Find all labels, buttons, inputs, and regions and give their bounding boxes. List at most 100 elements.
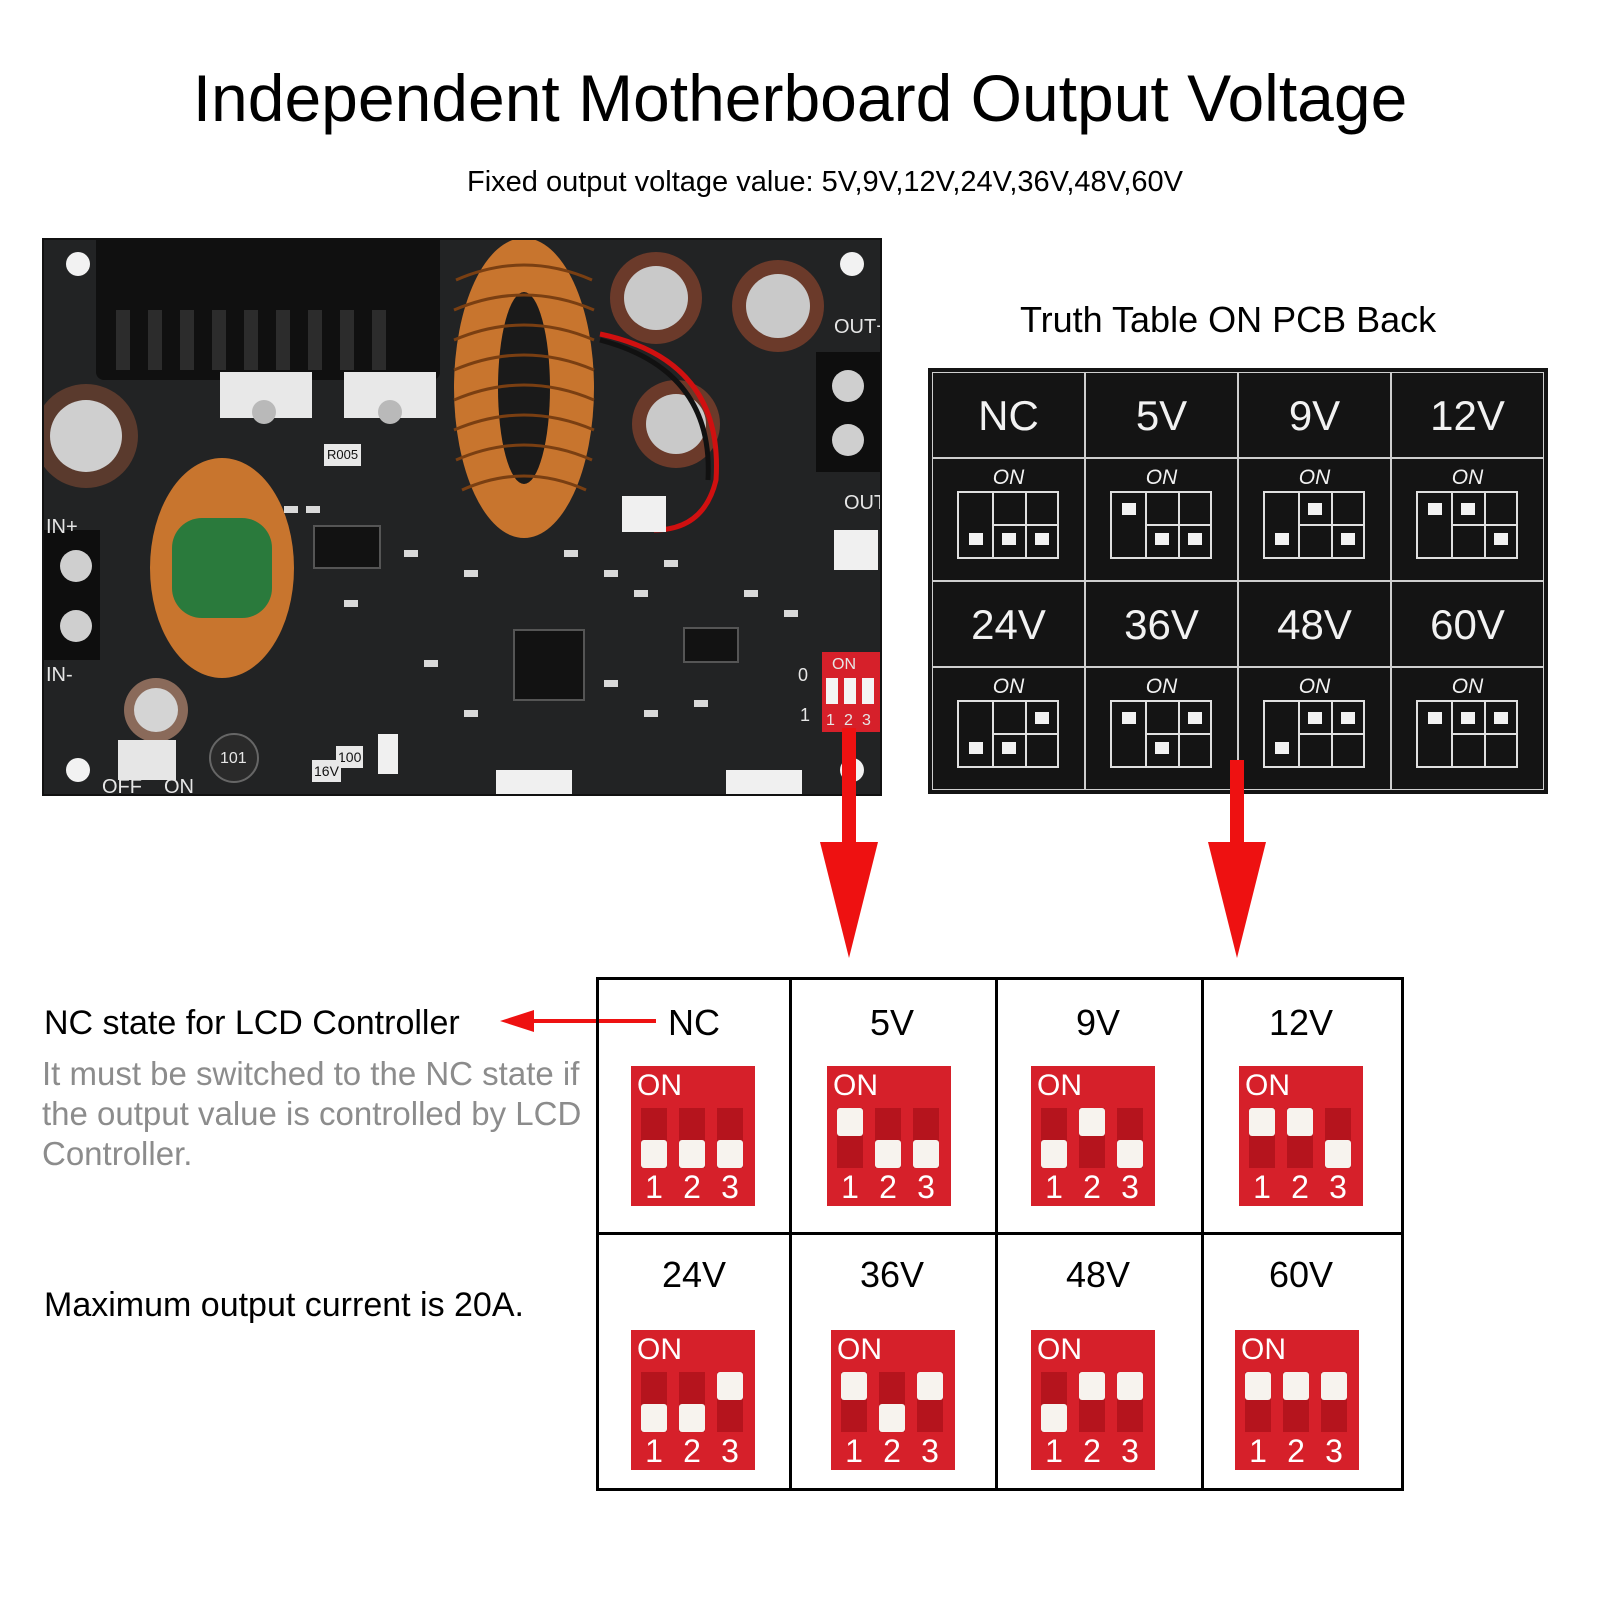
truth-table-switch-dot: [1275, 533, 1289, 545]
dip-switch-slot: [717, 1372, 743, 1432]
dip-grid-value-label: 5V: [869, 1002, 915, 1043]
truth-table-value-cell: 9V: [1238, 372, 1391, 458]
dip-switch-number: 2: [683, 1433, 701, 1469]
truth-table-switch-cell: ON: [1391, 667, 1544, 790]
truth-table-on-label: ON: [1451, 675, 1484, 698]
dip-grid-value-label: 48V: [1065, 1254, 1131, 1295]
dip-switch-knob: [1245, 1372, 1271, 1400]
dip-switch-slot: [1287, 1108, 1313, 1168]
dip-switch-knob: [717, 1372, 743, 1400]
dip-switch-knob: [1283, 1372, 1309, 1400]
pcb-label-on: ON: [164, 776, 194, 796]
dip-switch-slot: [1321, 1372, 1347, 1432]
pcb-cap-rating: 16V: [312, 760, 341, 782]
pcb-label-out-minus: OUT-: [844, 492, 880, 514]
truth-table-switch-dot: [1188, 712, 1202, 724]
dip-switch-slot: [841, 1372, 867, 1432]
truth-table-switch-dot: [1308, 503, 1322, 515]
dip-on-label: ON: [837, 1333, 882, 1366]
dip-switch-number: 3: [721, 1433, 739, 1469]
truth-table-divider: [1146, 524, 1210, 526]
truth-table-switch-diagram: [1263, 491, 1365, 559]
pcb-inductor-code: 101: [220, 750, 247, 767]
truth-table-heading: Truth Table ON PCB Back: [1020, 299, 1437, 340]
truth-table-divider: [993, 524, 1057, 526]
dip-grid-cell: 48V: [995, 1232, 1201, 1488]
dip-switch-number: 2: [1291, 1169, 1309, 1205]
dip-on-label: ON: [833, 1069, 878, 1102]
truth-table-switch-dot: [1461, 503, 1475, 515]
truth-table-switch-diagram: [1263, 700, 1365, 768]
truth-table-value-cell: 12V: [1391, 372, 1544, 458]
max-current-note: Maximum output current is 20A.: [44, 1286, 524, 1324]
dip-switch-knob: [913, 1140, 939, 1168]
pcb-components: [44, 240, 880, 794]
dip-switch-knob: [679, 1140, 705, 1168]
dip-grid-cell: 5V: [789, 980, 995, 1232]
truth-table-value-cell: 5V: [1085, 372, 1238, 458]
dip-grid-value-label: 9V: [1075, 1002, 1121, 1043]
dip-switch-knob: [641, 1140, 667, 1168]
truth-table-switch-dot: [969, 742, 983, 754]
dip-switch-knob: [1117, 1140, 1143, 1168]
truth-table-switch-dot: [1494, 712, 1508, 724]
toroid-inductor-small: [150, 458, 294, 678]
dip-switch-slot: [1245, 1372, 1271, 1432]
truth-table-switch-dot: [1461, 712, 1475, 724]
dip-switch-knob: [1079, 1108, 1105, 1136]
truth-table-switch-diagram: [1416, 491, 1518, 559]
dip-on-label: ON: [637, 1069, 682, 1102]
heatsink: [96, 240, 440, 380]
dip-switch-slot: [679, 1108, 705, 1168]
pcb-label-in-minus: IN-: [46, 664, 73, 686]
truth-table-switch-dot: [969, 533, 983, 545]
dip-switch-number: 1: [1253, 1169, 1271, 1205]
dip-switch-slot: [837, 1108, 863, 1168]
truth-table-switch-dot: [1275, 742, 1289, 754]
dip-switch-number: 2: [1287, 1433, 1305, 1469]
dip-switch-slot: [1041, 1372, 1067, 1432]
truth-table-value-cell: 24V: [932, 581, 1085, 667]
truth-table-switch-dot: [1428, 503, 1442, 515]
truth-table-on-label: ON: [1145, 466, 1178, 489]
dip-switch-slot: [1041, 1108, 1067, 1168]
truth-table-switch-diagram: [957, 491, 1059, 559]
pcb-resistor-code: R005: [324, 444, 362, 466]
dip-switch-knob: [679, 1404, 705, 1432]
truth-table-switch-dot: [1035, 712, 1049, 724]
truth-table-switch-diagram: [1110, 700, 1212, 768]
dip-switch-knob: [1325, 1140, 1351, 1168]
dip-switch-slot: [1079, 1372, 1105, 1432]
dip-grid-cell: 24V: [599, 1232, 789, 1488]
dip-grid-value-label: 12V: [1268, 1002, 1334, 1043]
dip-switch-slot: [1117, 1372, 1143, 1432]
truth-table-switch-dot: [1002, 742, 1016, 754]
truth-table-switch-cell: ON: [932, 667, 1085, 790]
truth-table-switch-dot: [1188, 533, 1202, 545]
truth-table-switch-dot: [1155, 742, 1169, 754]
dip-switch-knob: [1041, 1140, 1067, 1168]
dip-switch-knob: [641, 1404, 667, 1432]
dip-grid-value-label: 36V: [859, 1254, 925, 1295]
truth-table-divider: [1452, 733, 1516, 735]
truth-table-on-label: ON: [1298, 466, 1331, 489]
dip-switch-knob: [879, 1404, 905, 1432]
truth-table-switch-cell: ON: [1391, 458, 1544, 581]
dip-switch-slot: [641, 1108, 667, 1168]
dip-on-label: ON: [1241, 1333, 1286, 1366]
dip-switch-number: 2: [683, 1169, 701, 1205]
dip-switch-number: 3: [921, 1433, 939, 1469]
truth-table-switch-dot: [1341, 533, 1355, 545]
terminal-blocks: [44, 352, 880, 660]
pcb-label-in-plus: IN+: [46, 516, 78, 538]
truth-table-switch-diagram: [957, 700, 1059, 768]
truth-table-divider: [993, 733, 1057, 735]
truth-table-switch-dot: [1308, 712, 1322, 724]
dip-grid-cell: 36V: [789, 1232, 995, 1488]
truth-table-divider: [1299, 733, 1363, 735]
